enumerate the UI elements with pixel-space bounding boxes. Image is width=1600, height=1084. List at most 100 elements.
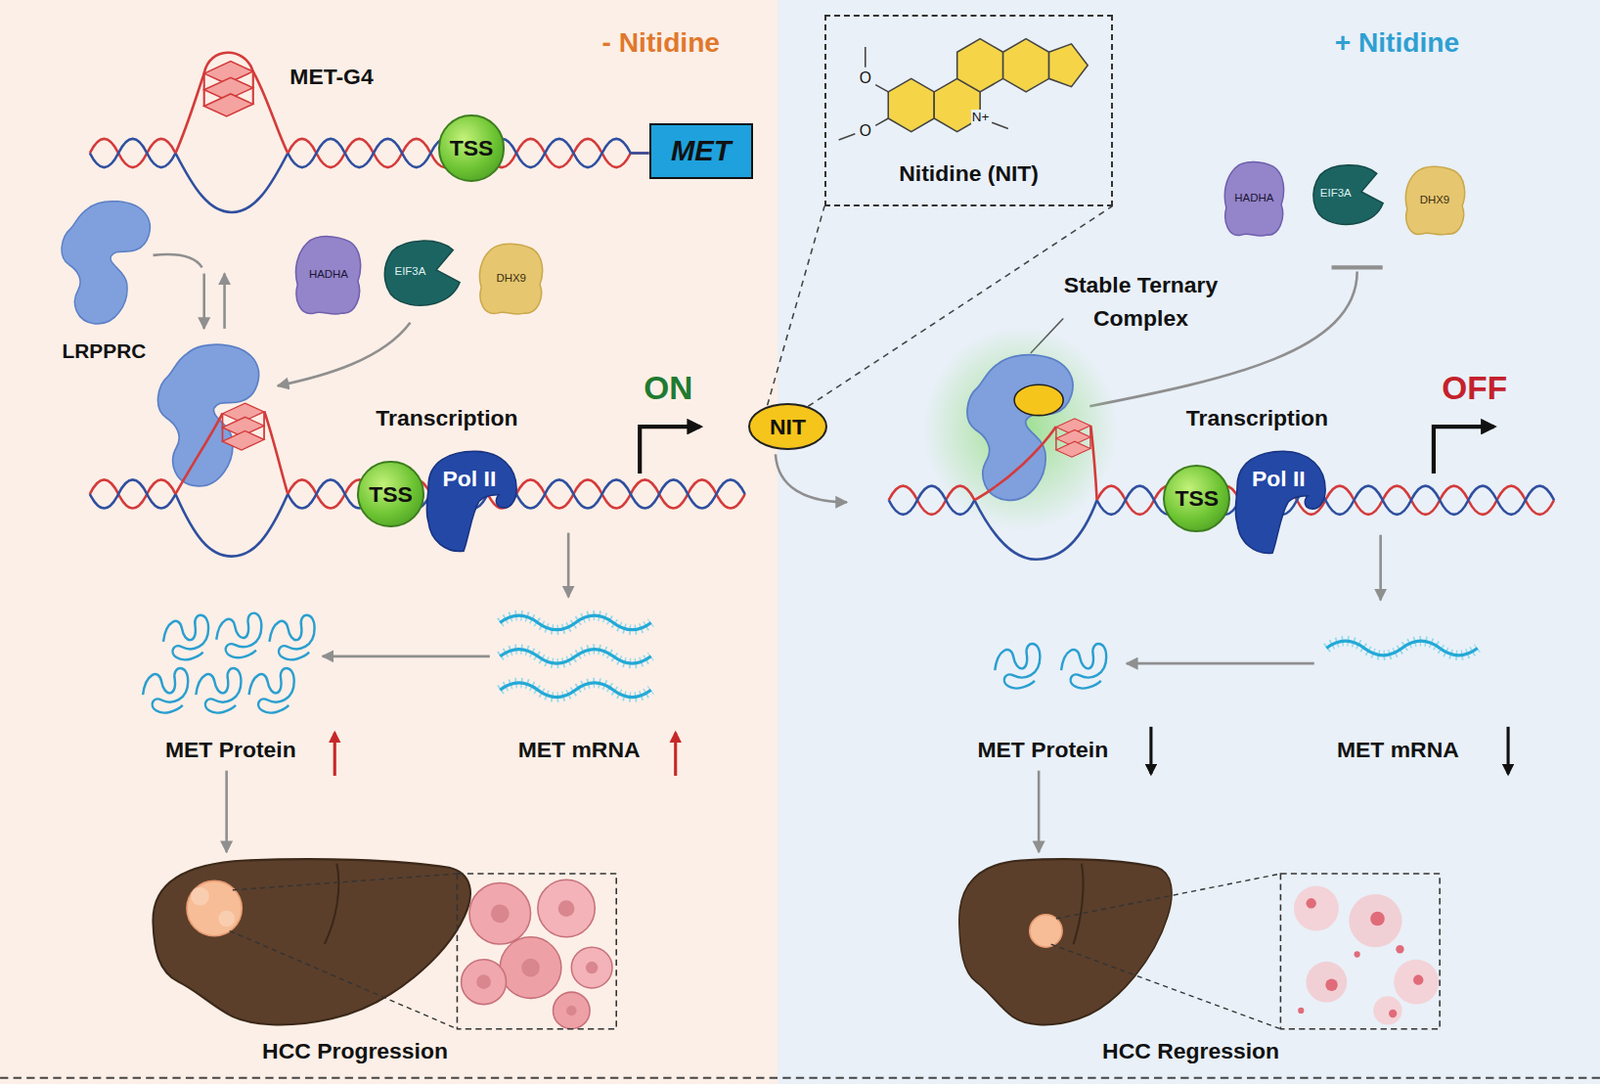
mrna-group-text: MET mRNA — [518, 736, 641, 762]
condition-panel: - NitidineTSSMETHADHAEIF3ADHX9TSSPol IIM… — [0, 0, 778, 1074]
liver-group-text: HCC Progression — [262, 1037, 448, 1064]
binding-arrow — [153, 254, 203, 267]
structure-label: MET-G4 — [289, 63, 373, 89]
protein-tangle — [163, 615, 209, 661]
protein-blob: EIF3A — [1308, 161, 1386, 229]
protein-group: MET Protein — [138, 602, 323, 771]
protein-blob-path — [384, 240, 460, 306]
protein-blob: DHX9 — [1403, 163, 1467, 237]
increase-arrow — [333, 732, 337, 776]
polymerase-shape: Pol II — [1229, 448, 1328, 556]
tss-circle: TSS — [438, 114, 506, 182]
protein-blob-path — [296, 235, 361, 313]
condition-panel-text: + Nitidine — [1334, 26, 1461, 58]
flow-arrow — [1378, 534, 1382, 601]
drug-oval: NIT — [748, 402, 828, 450]
tumor — [186, 880, 242, 935]
zoom-line — [229, 873, 458, 1029]
connector-group — [226, 656, 1315, 852]
recruit-arrow — [277, 322, 411, 387]
gene-box: MET — [649, 123, 754, 178]
liver-shape — [152, 858, 470, 1024]
tss-circle: TSS — [356, 460, 425, 529]
liver-lobe — [1073, 863, 1084, 944]
protein-label: LRPPRC — [62, 339, 147, 363]
structure-box-text: Nitidine (NIT) — [898, 160, 1039, 186]
divider-line — [0, 1076, 1600, 1079]
liver-group: HCC Progression — [142, 851, 568, 1071]
complex-glow — [923, 326, 1117, 532]
protein-group: MET Protein — [959, 617, 1127, 771]
inhibition-bar — [1332, 265, 1383, 269]
dna-helix — [89, 52, 650, 213]
tumor-cells — [1293, 886, 1439, 1025]
mrna-strand — [1326, 640, 1477, 656]
protein-tangle — [1061, 643, 1107, 689]
condition-panel: + NitidineNitidine (NIT)HADHAEIF3ADHX9TS… — [777, 0, 1600, 1074]
protein-group-text: MET Protein — [165, 736, 297, 762]
protein-blob-text: HADHA — [309, 267, 349, 281]
panel-ground — [777, 0, 1600, 1084]
liver-shape — [959, 858, 1172, 1024]
mrna-group: MET mRNA — [489, 602, 669, 771]
bound-drug — [1014, 384, 1064, 415]
protein-blob: EIF3A — [379, 236, 464, 311]
liver-group-text: HCC Regression — [1102, 1037, 1280, 1064]
atom-label: N+ — [971, 109, 991, 126]
g-quadruplex — [1056, 418, 1091, 457]
g-quadruplex — [222, 402, 265, 450]
polymerase-shape: Pol II — [420, 448, 519, 553]
structure-box: Nitidine (NIT) — [824, 14, 1113, 207]
atom-label: O — [858, 69, 873, 88]
flow-arrow — [1037, 770, 1041, 852]
protein-blob-text: EIF3A — [394, 265, 426, 278]
polymerase-shape-text: Pol II — [1251, 465, 1306, 491]
protein-tangle — [268, 615, 314, 661]
lrpprc-blob — [61, 201, 150, 324]
g-quadruplex — [204, 61, 254, 117]
gene-box-text: MET — [670, 134, 732, 169]
condition-panel-text: - Nitidine — [602, 26, 720, 58]
protein-group-text: MET Protein — [977, 736, 1109, 762]
state-label: ON — [643, 369, 693, 407]
transcription-arrow — [1433, 426, 1495, 474]
protein-blob-path — [1313, 165, 1383, 225]
flow-arrow — [1126, 662, 1315, 666]
inset-frame — [1280, 873, 1440, 1029]
mrna-group: MET mRNA — [1314, 617, 1482, 771]
polymerase-shape-path — [426, 450, 517, 551]
protein-blob-path — [1224, 161, 1284, 236]
protein-blob: DHX9 — [477, 240, 545, 316]
process-label: Transcription — [375, 404, 518, 431]
decrease-arrow — [1506, 726, 1510, 774]
tss-circle-text: TSS — [449, 134, 494, 161]
decrease-arrow — [1149, 726, 1153, 774]
treatment-arrow — [775, 453, 847, 502]
atom-label: O — [858, 122, 873, 140]
protein-blob-text: HADHA — [1234, 191, 1274, 205]
process-label: Transcription — [1186, 404, 1329, 431]
polymerase-shape-path — [1235, 450, 1326, 553]
tss-circle-text: TSS — [368, 481, 413, 507]
liver-group: HCC Regression — [954, 851, 1428, 1071]
tumor-cells — [461, 879, 613, 1028]
polymerase-shape-outline — [420, 448, 519, 553]
polymerase-shape-text: Pol II — [443, 465, 497, 491]
flow-arrow — [567, 533, 571, 598]
mrna-group-text: MET mRNA — [1336, 736, 1460, 762]
protein-tangle — [216, 613, 262, 659]
flow-arrow — [224, 770, 228, 852]
liver-lobe — [324, 863, 340, 944]
protein-tangle — [142, 667, 188, 713]
tumor — [218, 910, 235, 928]
binding-arrow — [222, 273, 226, 329]
complex-label: Stable Ternary Complex — [1028, 268, 1254, 335]
state-label: OFF — [1441, 369, 1508, 407]
transcription-arrow — [639, 426, 701, 474]
protein-blob-path — [480, 243, 543, 314]
protein-blob-text: DHX9 — [1420, 193, 1451, 207]
protein-tangle — [195, 667, 241, 713]
mrna-strand — [499, 615, 651, 697]
